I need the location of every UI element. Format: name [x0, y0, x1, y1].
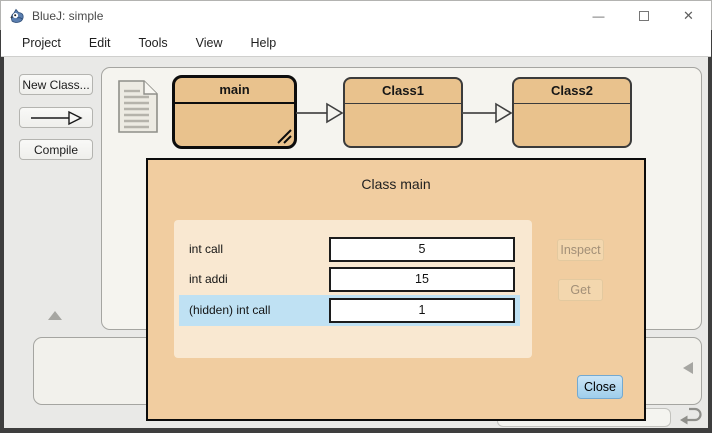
menu-view[interactable]: View	[195, 36, 223, 50]
reset-vm-arrow-icon[interactable]	[678, 405, 704, 427]
inheritance-arrow-button[interactable]	[19, 107, 93, 128]
collapse-left-triangle-icon[interactable]	[683, 362, 693, 374]
minimize-button[interactable]: —	[576, 1, 621, 31]
collapse-up-triangle-icon[interactable]	[48, 311, 62, 320]
menu-project[interactable]: Project	[22, 36, 61, 50]
field-label: int call	[189, 242, 224, 256]
menu-edit[interactable]: Edit	[88, 36, 111, 50]
bluej-app-icon	[9, 8, 24, 23]
class-name: Class1	[345, 79, 461, 104]
class-box-class1[interactable]: Class1	[343, 77, 463, 148]
field-value[interactable]: 1	[329, 298, 515, 323]
window-title: BlueJ: simple	[32, 9, 104, 23]
class-box-main[interactable]: main	[172, 75, 297, 149]
field-value[interactable]: 15	[329, 267, 515, 292]
inheritance-arrow-main-class1	[296, 102, 344, 124]
dialog-title: Class main	[361, 176, 431, 192]
menu-tools[interactable]: Tools	[138, 36, 168, 50]
field-label: (hidden) int call	[189, 303, 271, 317]
close-dialog-button[interactable]: Close	[577, 375, 623, 399]
readme-document-icon[interactable]	[118, 80, 158, 133]
class-box-class2[interactable]: Class2	[512, 77, 632, 148]
compile-label: Compile	[33, 142, 78, 157]
field-value[interactable]: 5	[329, 237, 515, 262]
inheritance-arrow-class1-class2	[462, 102, 513, 124]
get-label: Get	[570, 283, 591, 297]
maximize-button[interactable]	[621, 1, 666, 31]
class-name: Class2	[514, 79, 630, 104]
menubar: Project Edit Tools View Help	[1, 30, 711, 57]
inspect-button[interactable]: Inspect	[557, 239, 604, 261]
compile-button[interactable]: Compile	[19, 139, 93, 160]
minimize-icon: —	[592, 9, 605, 23]
selection-corner-marks-icon	[277, 129, 292, 144]
class-name: main	[175, 78, 294, 104]
titlebar: BlueJ: simple — ✕	[0, 0, 712, 30]
inspector-dialog: Class main int call 5 int addi 15 (hidde…	[146, 158, 646, 421]
maximize-icon	[638, 11, 649, 21]
close-label: Close	[584, 380, 616, 394]
new-class-label: New Class...	[22, 77, 90, 92]
menu-help[interactable]: Help	[250, 36, 277, 50]
inheritance-arrow-icon	[31, 110, 83, 125]
close-window-button[interactable]: ✕	[666, 1, 711, 31]
new-class-button[interactable]: New Class...	[19, 74, 93, 95]
inspect-label: Inspect	[560, 243, 601, 257]
get-button[interactable]: Get	[558, 279, 603, 301]
close-icon: ✕	[683, 8, 694, 23]
field-label: int addi	[189, 272, 228, 286]
